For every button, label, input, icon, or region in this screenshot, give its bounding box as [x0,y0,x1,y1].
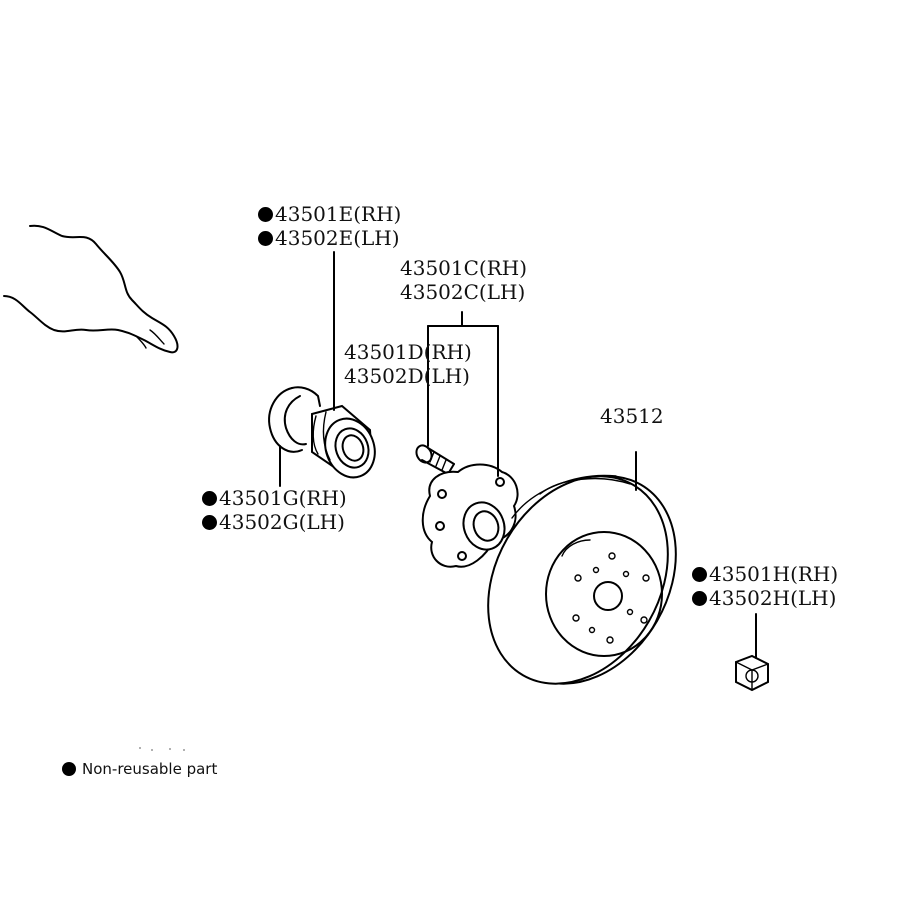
label-hub-assy-rh: 43501C(RH) [400,256,528,280]
leader-lines [279,251,757,659]
non-reusable-icon [202,515,217,530]
non-reusable-icon [258,207,273,222]
label-disc-rotor: 43512 [600,404,664,428]
non-reusable-icon [62,762,76,776]
label-hub-bolt-lh: 43502D(LH) [344,364,470,388]
label-bearing-lh: 43502E(LH) [258,226,400,250]
non-reusable-icon [692,591,707,606]
label-hub-bolt-rh: 43501D(RH) [344,340,472,364]
hub-bolt [415,444,455,475]
non-reusable-icon [258,231,273,246]
front-axle-hub [421,463,519,568]
legend-text: Non-reusable part [82,760,218,778]
label-snap-ring-rh: 43501G(RH) [202,486,347,510]
label-hub-assy-lh: 43502C(LH) [400,280,526,304]
steering-knuckle [3,224,179,354]
non-reusable-icon [202,491,217,506]
scan-specks [139,747,185,751]
non-reusable-icon [692,567,707,582]
legend: Non-reusable part [62,760,217,778]
label-hub-nut-rh: 43501H(RH) [692,562,838,586]
snap-ring [268,386,321,453]
hub-nut [735,654,769,692]
label-hub-nut-lh: 43502H(LH) [692,586,836,610]
label-bearing-rh: 43501E(RH) [258,202,401,226]
label-snap-ring-lh: 43502G(LH) [202,510,345,534]
front-axle-bearing [311,404,376,479]
disc-rotor [487,474,677,685]
